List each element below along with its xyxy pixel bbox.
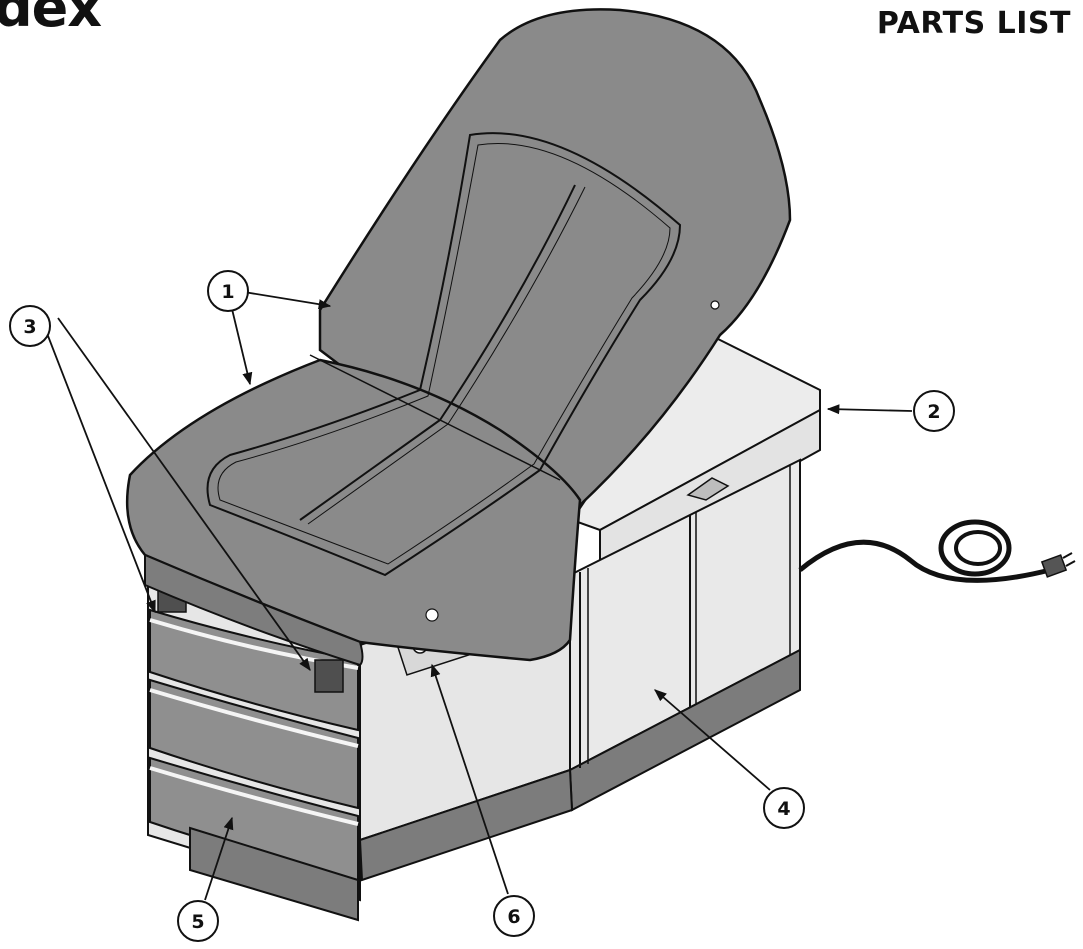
power-cord <box>798 519 1076 583</box>
callout-4: 4 <box>763 787 805 829</box>
leader-lines <box>42 291 913 901</box>
callout-5-label: 5 <box>191 911 204 933</box>
callout-5: 5 <box>177 900 219 942</box>
callout-6: 6 <box>493 895 535 937</box>
callout-3: 3 <box>9 305 51 347</box>
brand-logo-fragment: dex <box>0 0 102 39</box>
callout-2: 2 <box>913 390 955 432</box>
page-title: PARTS LIST <box>876 6 1071 41</box>
upholstered-top <box>125 8 792 667</box>
callout-1-label: 1 <box>221 281 234 303</box>
callout-6-label: 6 <box>507 906 520 928</box>
callout-1: 1 <box>207 270 249 312</box>
stirrup-right <box>314 659 344 693</box>
callout-3-label: 3 <box>23 316 36 338</box>
callout-4-label: 4 <box>777 798 790 820</box>
callout-2-label: 2 <box>927 401 940 423</box>
